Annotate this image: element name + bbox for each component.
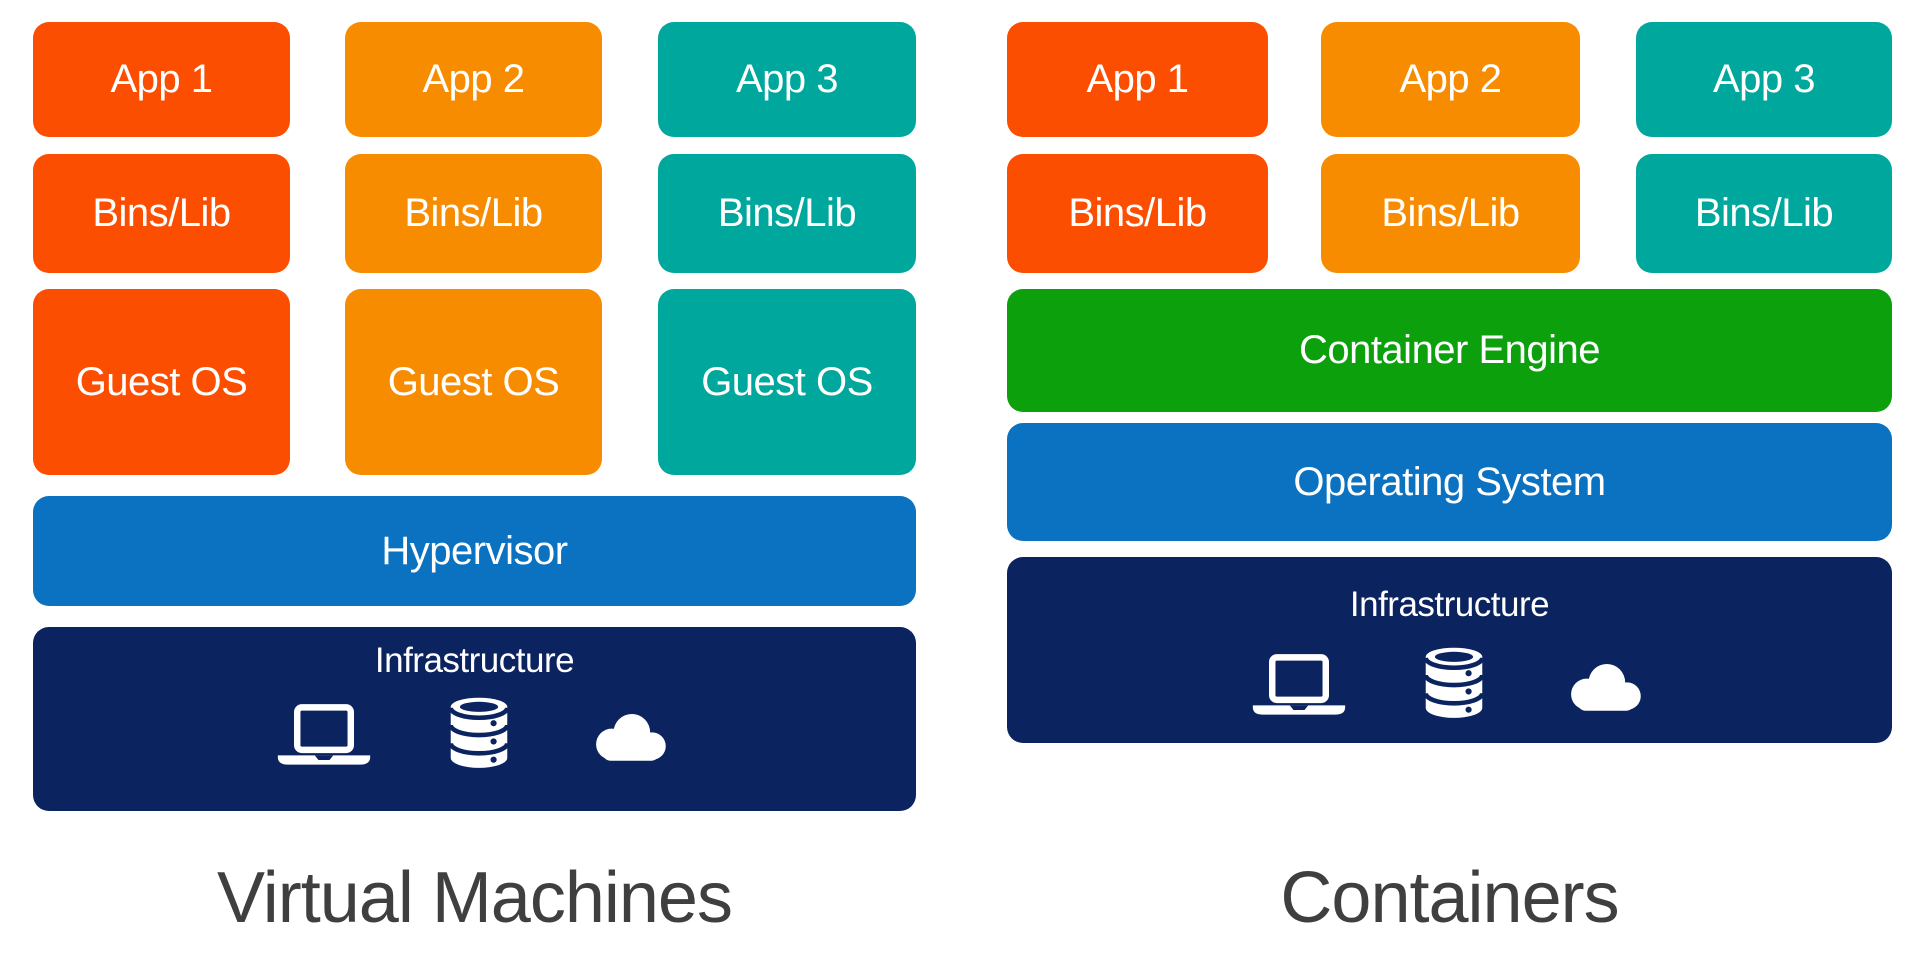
database-icon [447, 697, 510, 768]
ct-stack1-bins-label: Bins/Lib [1068, 191, 1207, 235]
vm-stack3-bins-label: Bins/Lib [717, 191, 857, 235]
ct-stack2-app-label: App 2 [1399, 57, 1502, 101]
ct-stack2-bins-label: Bins/Lib [1381, 191, 1520, 235]
hypervisor-label: Hypervisor [381, 528, 568, 573]
operating-system-box: Operating System [1007, 423, 1892, 541]
vm-stack3-app-label: App 3 [735, 57, 839, 101]
vm-stack2-app-label: App 2 [422, 57, 525, 101]
vm-stack1-guestos-box: Guest OS [33, 289, 290, 475]
vm-infrastructure-box: Infrastructure [33, 627, 916, 811]
vm-stack3-bins-box: Bins/Lib [658, 154, 916, 273]
laptop-icon [277, 704, 370, 765]
vm-stack2-app-box: App 2 [345, 22, 602, 137]
operating-system-label: Operating System [1293, 459, 1606, 504]
database-icon [1422, 647, 1485, 718]
vm-stack2-guestos-box: Guest OS [345, 289, 602, 475]
vm-stack1-guestos-label: Guest OS [75, 359, 248, 404]
virtual-machines-title: Virtual Machines [217, 858, 733, 938]
vm-stack2-guestos-label: Guest OS [387, 359, 560, 404]
vm-stack2-bins-box: Bins/Lib [345, 154, 602, 273]
ct-stack1-app-label: App 1 [1086, 57, 1189, 101]
vm-stack2-bins-label: Bins/Lib [404, 191, 543, 235]
vm-stack1-app-label: App 1 [110, 57, 213, 101]
ct-stack2-app-box: App 2 [1321, 22, 1580, 137]
ct-stack1-app-box: App 1 [1007, 22, 1268, 137]
vm-infrastructure-icons [33, 693, 916, 779]
hypervisor-box: Hypervisor [33, 496, 916, 606]
ct-stack3-app-box: App 3 [1636, 22, 1892, 137]
vm-infrastructure-label: Infrastructure [374, 641, 575, 680]
ct-stack2-bins-box: Bins/Lib [1321, 154, 1580, 273]
ct-stack3-app-label: App 3 [1712, 57, 1816, 101]
vm-stack1-app-box: App 1 [33, 22, 290, 137]
container-engine-box: Container Engine [1007, 289, 1892, 412]
ct-infrastructure-icons [1007, 643, 1892, 729]
vm-stack1-bins-label: Bins/Lib [92, 191, 231, 235]
vm-stack3-guestos-box: Guest OS [658, 289, 916, 475]
vm-stack3-app-box: App 3 [658, 22, 916, 137]
cloud-icon [1570, 664, 1641, 711]
ct-infrastructure-label: Infrastructure [1349, 585, 1550, 624]
ct-stack3-bins-label: Bins/Lib [1694, 191, 1834, 235]
containers-title: Containers [1280, 858, 1619, 938]
cloud-icon [595, 714, 666, 761]
ct-stack3-bins-box: Bins/Lib [1636, 154, 1892, 273]
ct-stack1-bins-box: Bins/Lib [1007, 154, 1268, 273]
container-engine-label: Container Engine [1298, 328, 1601, 372]
laptop-icon [1252, 654, 1345, 715]
ct-infrastructure-box: Infrastructure [1007, 557, 1892, 743]
vm-stack3-guestos-label: Guest OS [701, 359, 873, 404]
vm-stack1-bins-box: Bins/Lib [33, 154, 290, 273]
